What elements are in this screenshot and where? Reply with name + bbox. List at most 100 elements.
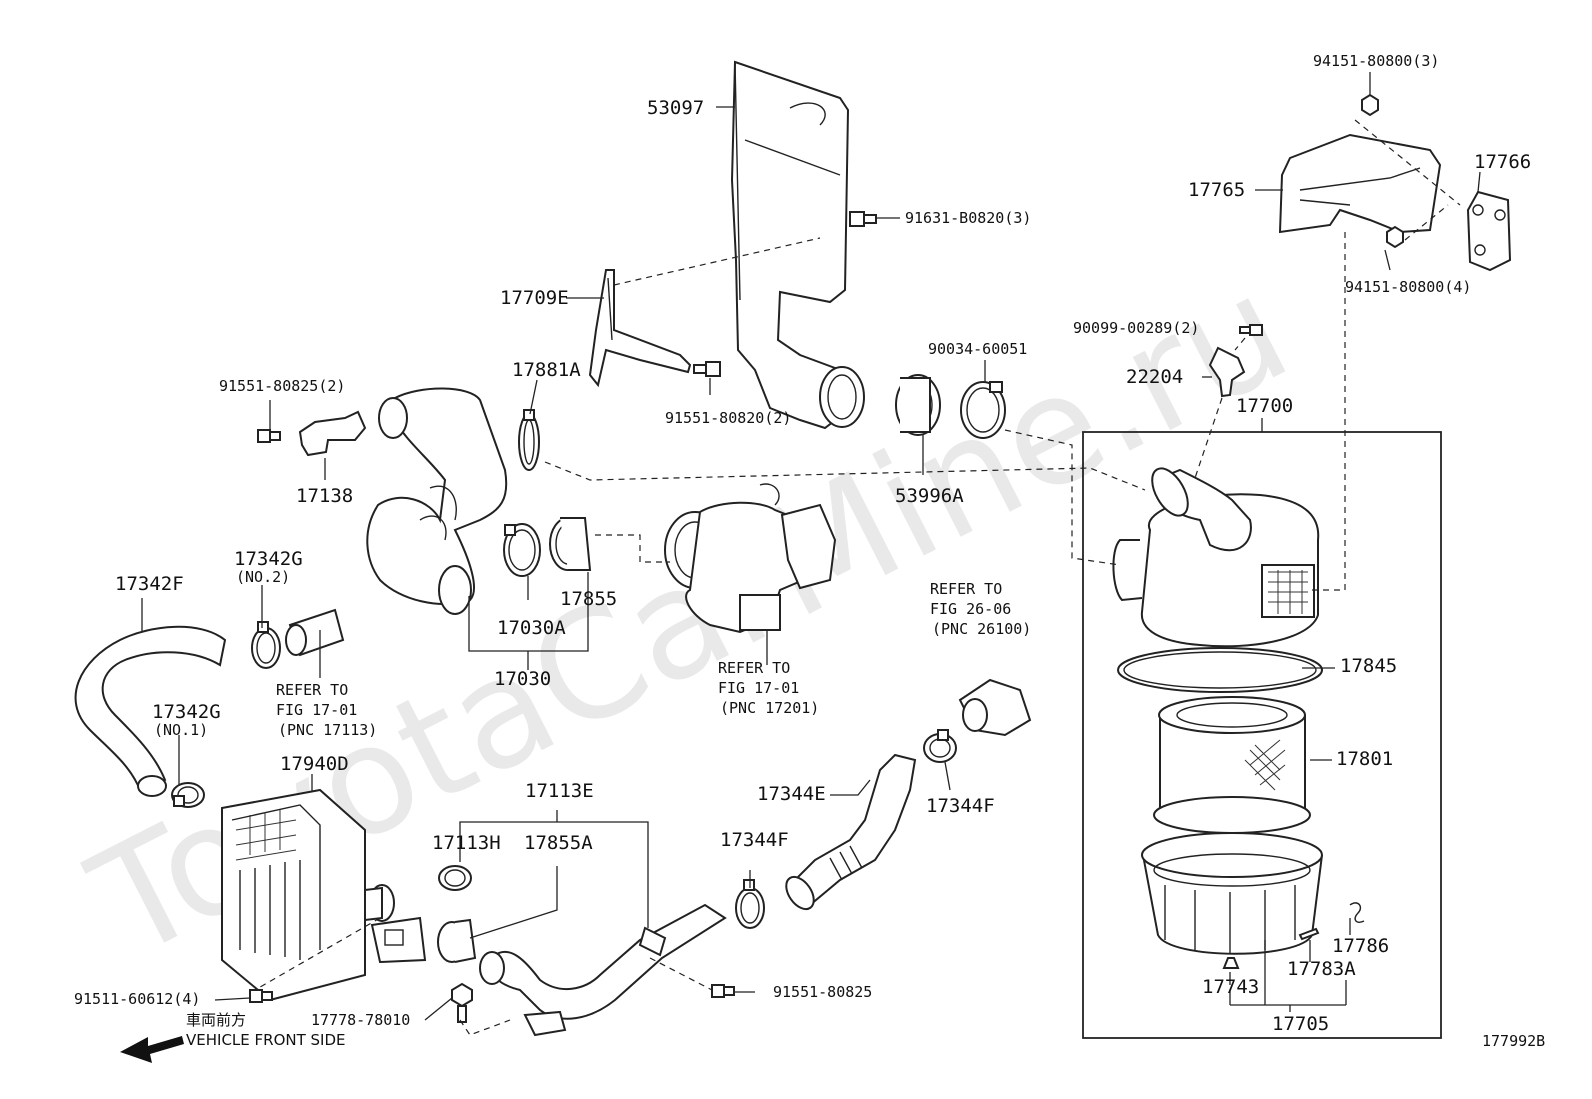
label-94151-bot: 94151-80800(4): [1345, 278, 1471, 296]
bolt-91631: [849, 211, 877, 227]
label-17030a: 17030A: [497, 617, 566, 639]
label-91551-80820: 91551-80820(2): [665, 409, 791, 427]
bracket-17765: [1278, 133, 1442, 234]
pipe-ref-17113: [285, 608, 345, 657]
ref-left-line1: REFER TO: [276, 681, 348, 699]
label-17766: 17766: [1474, 151, 1531, 173]
label-17881a: 17881A: [512, 359, 581, 381]
gasket-17845: [1117, 647, 1323, 693]
label-17344f-left: 17344F: [720, 829, 789, 851]
label-17344e: 17344E: [757, 783, 826, 805]
label-17855a: 17855A: [524, 832, 593, 854]
label-17138: 17138: [296, 485, 353, 507]
hose-17855A: [437, 918, 477, 963]
label-17855: 17855: [560, 588, 617, 610]
intake-hose: [366, 387, 508, 615]
leader-lines: [141, 72, 1481, 1021]
bolt-91551-80825-2: [257, 429, 281, 443]
clamp-17342G-no1: [171, 782, 205, 808]
label-91511-60612: 91511-60612(4): [74, 990, 200, 1008]
label-17709e: 17709E: [500, 287, 569, 309]
label-90034-60051: 90034-60051: [928, 340, 1027, 358]
label-90099-00289: 90099-00289(2): [1073, 319, 1199, 337]
label-17342g-top: 17342G: [234, 548, 303, 570]
clamp-17344F-left: [735, 879, 765, 929]
clamp-17030A: [503, 523, 541, 577]
bolt-91551-80820: [693, 361, 721, 377]
label-17765: 17765: [1188, 179, 1245, 201]
clamp-17344F-right: [923, 729, 957, 763]
clamp-90034-60051: [960, 381, 1006, 439]
label-53996a: 53996A: [895, 485, 964, 507]
clamp-17342G-no2: [251, 621, 281, 669]
ref-note-fig26-06: REFER TO FIG 26-06 (PNC 26100): [930, 580, 1031, 638]
label-91551-80825-2: 91551-80825(2): [219, 377, 345, 395]
label-17113h: 17113H: [432, 832, 501, 854]
dashed-guides: [254, 119, 1461, 1036]
turbocharger: [664, 483, 837, 634]
clip-17786: [1349, 902, 1365, 923]
front-label-en: VEHICLE FRONT SIDE: [186, 1031, 346, 1049]
element-17801: [1153, 696, 1311, 834]
clamp-17113H: [438, 865, 472, 891]
label-17342g-bot: 17342G: [152, 701, 221, 723]
front-label-jp: 車両前方: [186, 1011, 246, 1029]
label-17700: 17700: [1236, 395, 1293, 417]
label-17113e: 17113E: [525, 780, 594, 802]
label-17342f: 17342F: [115, 573, 184, 595]
label-17743: 17743: [1202, 976, 1259, 998]
pipe-17113E: [479, 903, 727, 1037]
bolt-91511: [249, 989, 273, 1003]
ref-note-fig17-01-mid: REFER TO FIG 17-01 (PNC 17201): [718, 659, 819, 717]
label-17342g-bot-sub: (NO.1): [154, 721, 208, 739]
hose-53996A: [895, 374, 941, 436]
label-17030: 17030: [494, 668, 551, 690]
bracket-17138: [298, 410, 367, 457]
screw-90099: [1239, 324, 1263, 336]
pin-17783A: [1298, 927, 1320, 941]
ref-left-line2: FIG 17-01: [276, 701, 357, 719]
ref-note-fig17-01-left: REFER TO FIG 17-01 (PNC 17113): [276, 681, 377, 739]
label-17801: 17801: [1336, 748, 1393, 770]
hose-17344E: [785, 753, 917, 911]
label-17940d: 17940D: [280, 753, 349, 775]
ref-right-line1: REFER TO: [930, 580, 1002, 598]
part-labels: 53097 91631-B0820(3) 17709E 17881A 91551…: [74, 52, 1545, 1050]
label-91551-80825: 91551-80825: [773, 983, 872, 1001]
label-17778-78010: 17778-78010: [311, 1011, 410, 1029]
pipe-ref-26100: [958, 678, 1032, 737]
air-duct-53097: [730, 60, 865, 430]
ref-right-line2: FIG 26-06: [930, 600, 1011, 618]
label-91631-b0820: 91631-B0820(3): [905, 209, 1031, 227]
clamp-17881A: [518, 409, 540, 471]
label-17845: 17845: [1340, 655, 1397, 677]
air-cleaner-cap: [1112, 467, 1320, 648]
bolt-17778-78010: [451, 982, 473, 1023]
label-17783a: 17783A: [1287, 958, 1356, 980]
hose-17855: [549, 517, 592, 571]
front-arrow-icon: [120, 1036, 184, 1063]
case-17705: [1141, 832, 1323, 955]
label-17705: 17705: [1272, 1013, 1329, 1035]
label-94151-top: 94151-80800(3): [1313, 52, 1439, 70]
nut-94151-bot: [1386, 225, 1404, 249]
nut-94151-top: [1361, 93, 1379, 117]
ref-mid-line2: FIG 17-01: [718, 679, 799, 697]
bolt-91551-80825: [711, 984, 735, 998]
plate-17766: [1466, 190, 1512, 272]
diagram-id: 177992B: [1482, 1032, 1545, 1050]
ref-mid-line1: REFER TO: [718, 659, 790, 677]
label-17342g-top-sub: (NO.2): [236, 568, 290, 586]
sensor-22204: [1208, 346, 1246, 398]
bracket-17709E: [588, 269, 692, 388]
label-17344f-right: 17344F: [926, 795, 995, 817]
label-17786: 17786: [1332, 935, 1389, 957]
ref-right-line3: (PNC 26100): [932, 620, 1031, 638]
ref-mid-line3: (PNC 17201): [720, 699, 819, 717]
valve-17743: [1222, 957, 1240, 969]
label-22204: 22204: [1126, 366, 1183, 388]
ref-left-line3: (PNC 17113): [278, 721, 377, 739]
hose-17342F: [74, 625, 227, 797]
label-53097: 53097: [647, 97, 704, 119]
